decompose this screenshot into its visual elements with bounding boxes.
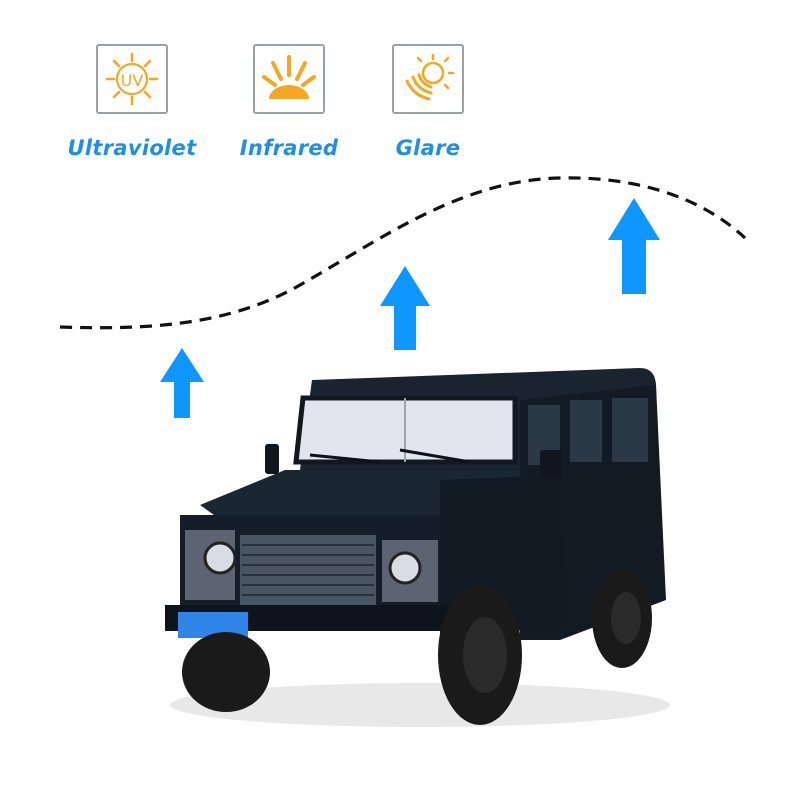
sun-glare-icon bbox=[392, 44, 464, 114]
feature-glare: Glare bbox=[353, 44, 503, 164]
arrow-up-medium bbox=[380, 266, 430, 350]
feature-label-glare: Glare bbox=[395, 136, 461, 160]
vehicle bbox=[165, 368, 670, 727]
uv-icon-text: UV bbox=[121, 71, 144, 90]
feature-infrared: Infrared bbox=[214, 44, 364, 164]
arrow-up-large bbox=[608, 198, 660, 294]
protection-curve bbox=[59, 176, 747, 330]
arrow-up-small bbox=[160, 348, 204, 418]
uv-sun-icon: UV bbox=[96, 44, 168, 114]
feature-label-ultraviolet: Ultraviolet bbox=[67, 136, 197, 160]
feature-ultraviolet: UV Ultraviolet bbox=[57, 44, 207, 164]
feature-label-infrared: Infrared bbox=[239, 136, 339, 160]
sunrise-rays-icon bbox=[253, 44, 325, 114]
